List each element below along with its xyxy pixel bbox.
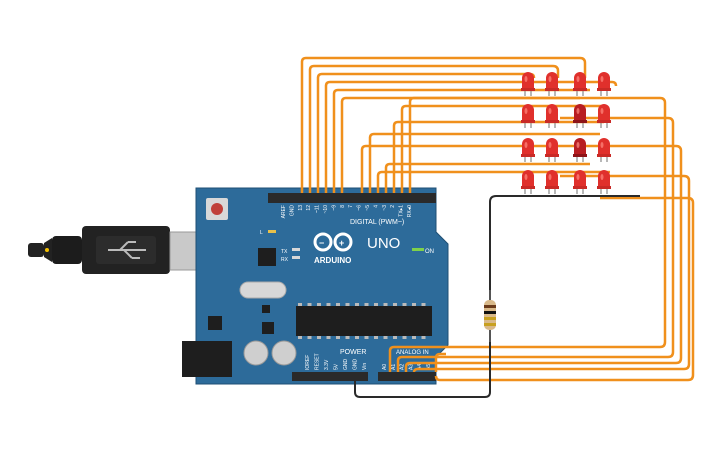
power-jack[interactable] — [182, 341, 232, 377]
pin-label: ~11 — [315, 205, 321, 213]
pin-label: GND — [343, 359, 349, 371]
ground-wire[interactable] — [354, 195, 640, 398]
resistor[interactable] — [484, 290, 496, 342]
svg-text:+: + — [339, 238, 344, 248]
pin-label: A4 — [417, 364, 423, 370]
rx-led — [292, 256, 300, 259]
wire-pin1[interactable] — [388, 96, 667, 372]
wire-pin5[interactable] — [376, 170, 610, 193]
tx-label: TX — [281, 249, 288, 255]
pin-label: 13 — [298, 205, 304, 211]
digital-label: DIGITAL (PWM~) — [350, 219, 404, 226]
led-r3c2[interactable] — [545, 138, 559, 162]
led-r3c1[interactable] — [521, 138, 535, 162]
analog-header[interactable] — [378, 372, 436, 381]
digital-header[interactable] — [268, 193, 436, 203]
led-r3c3[interactable] — [573, 138, 587, 162]
wire-pin12[interactable] — [308, 64, 560, 193]
ic-pins — [298, 303, 426, 339]
tx-led — [292, 248, 300, 251]
wire-pin6[interactable] — [368, 132, 600, 193]
pin-label: RESET — [315, 353, 321, 370]
pin-label: A3 — [408, 364, 414, 370]
led-r2c3[interactable] — [573, 104, 587, 128]
pin-label: A1 — [391, 364, 397, 370]
led-r1c1[interactable] — [521, 72, 535, 96]
board-model: UNO — [367, 235, 400, 252]
led-r4c3[interactable] — [573, 170, 587, 194]
pin-label: 5V — [334, 363, 340, 370]
pin-label: GND — [353, 359, 359, 371]
wire-a3[interactable] — [434, 196, 695, 382]
wires — [300, 56, 695, 398]
on-label: ON — [425, 249, 434, 255]
arduino-uno-board[interactable]: − + ARDUINO UNO DIGITAL (PWM~) POWER ANA… — [182, 187, 449, 385]
pin-label: ~3 — [382, 205, 388, 211]
wire-pin4[interactable] — [384, 162, 590, 193]
svg-text:−: − — [319, 238, 324, 248]
wire-pin7[interactable] — [360, 144, 560, 193]
pin-label: 3.3V — [324, 359, 330, 370]
on-led — [412, 248, 424, 251]
pin-label: GND — [289, 205, 295, 217]
wire-pin13[interactable] — [300, 56, 587, 193]
analog-label: ANALOG IN — [396, 350, 429, 356]
wire-pin9[interactable] — [332, 88, 590, 193]
led-r1c3[interactable] — [573, 72, 587, 96]
led-r1c2[interactable] — [545, 72, 559, 96]
pin-label: 7 — [348, 205, 354, 208]
reset-button[interactable] — [211, 203, 223, 215]
led-r2c1[interactable] — [521, 104, 535, 128]
usb-cable[interactable] — [28, 226, 215, 274]
pin-label: RX◂0 — [407, 205, 413, 217]
pin-label: A5 — [426, 364, 432, 370]
led-matrix — [521, 72, 611, 194]
led-r3c4[interactable] — [597, 138, 611, 162]
pin-label: 12 — [306, 205, 312, 211]
wire-pin3[interactable] — [392, 120, 604, 193]
wire-a1[interactable] — [404, 144, 683, 372]
l-label: L — [260, 230, 263, 236]
led-r2c2[interactable] — [545, 104, 559, 128]
power-label: POWER — [340, 349, 366, 356]
pin-label: IOREF — [305, 355, 311, 370]
wire-pin10[interactable] — [324, 80, 618, 193]
wire-a0[interactable] — [396, 116, 675, 372]
pin-label: 8 — [340, 205, 346, 208]
pin-label: 2 — [390, 205, 396, 208]
pin-label: 4 — [373, 205, 379, 208]
wire-a2[interactable] — [412, 174, 691, 373]
pin-label: Vin — [362, 363, 368, 370]
board-brand: ARDUINO — [314, 256, 351, 265]
led-r2c4[interactable] — [597, 104, 611, 128]
led-r4c4[interactable] — [597, 170, 611, 194]
led-r4c1[interactable] — [521, 170, 535, 194]
wire-analog-bus[interactable] — [434, 352, 446, 372]
pin-label: A2 — [400, 364, 406, 370]
rx-label: RX — [281, 257, 289, 263]
pin-label: ~5 — [365, 205, 371, 211]
pin-label: ~9 — [331, 205, 337, 211]
usb-icon — [108, 241, 146, 259]
arduino-logo-icon — [313, 232, 353, 252]
led-r1c4[interactable] — [597, 72, 611, 96]
wire-pin8[interactable] — [340, 96, 580, 193]
wire-pin2[interactable] — [400, 104, 604, 193]
pin-label: ~10 — [323, 205, 329, 214]
pin-label: AREF — [281, 205, 287, 218]
pin-label: TX▸1 — [399, 205, 405, 217]
microcontroller-chip — [296, 306, 432, 336]
power-header[interactable] — [292, 372, 368, 381]
pin-label: ~6 — [357, 205, 363, 211]
l-led — [268, 230, 276, 233]
pin-label: A0 — [382, 364, 388, 370]
led-r4c2[interactable] — [545, 170, 559, 194]
